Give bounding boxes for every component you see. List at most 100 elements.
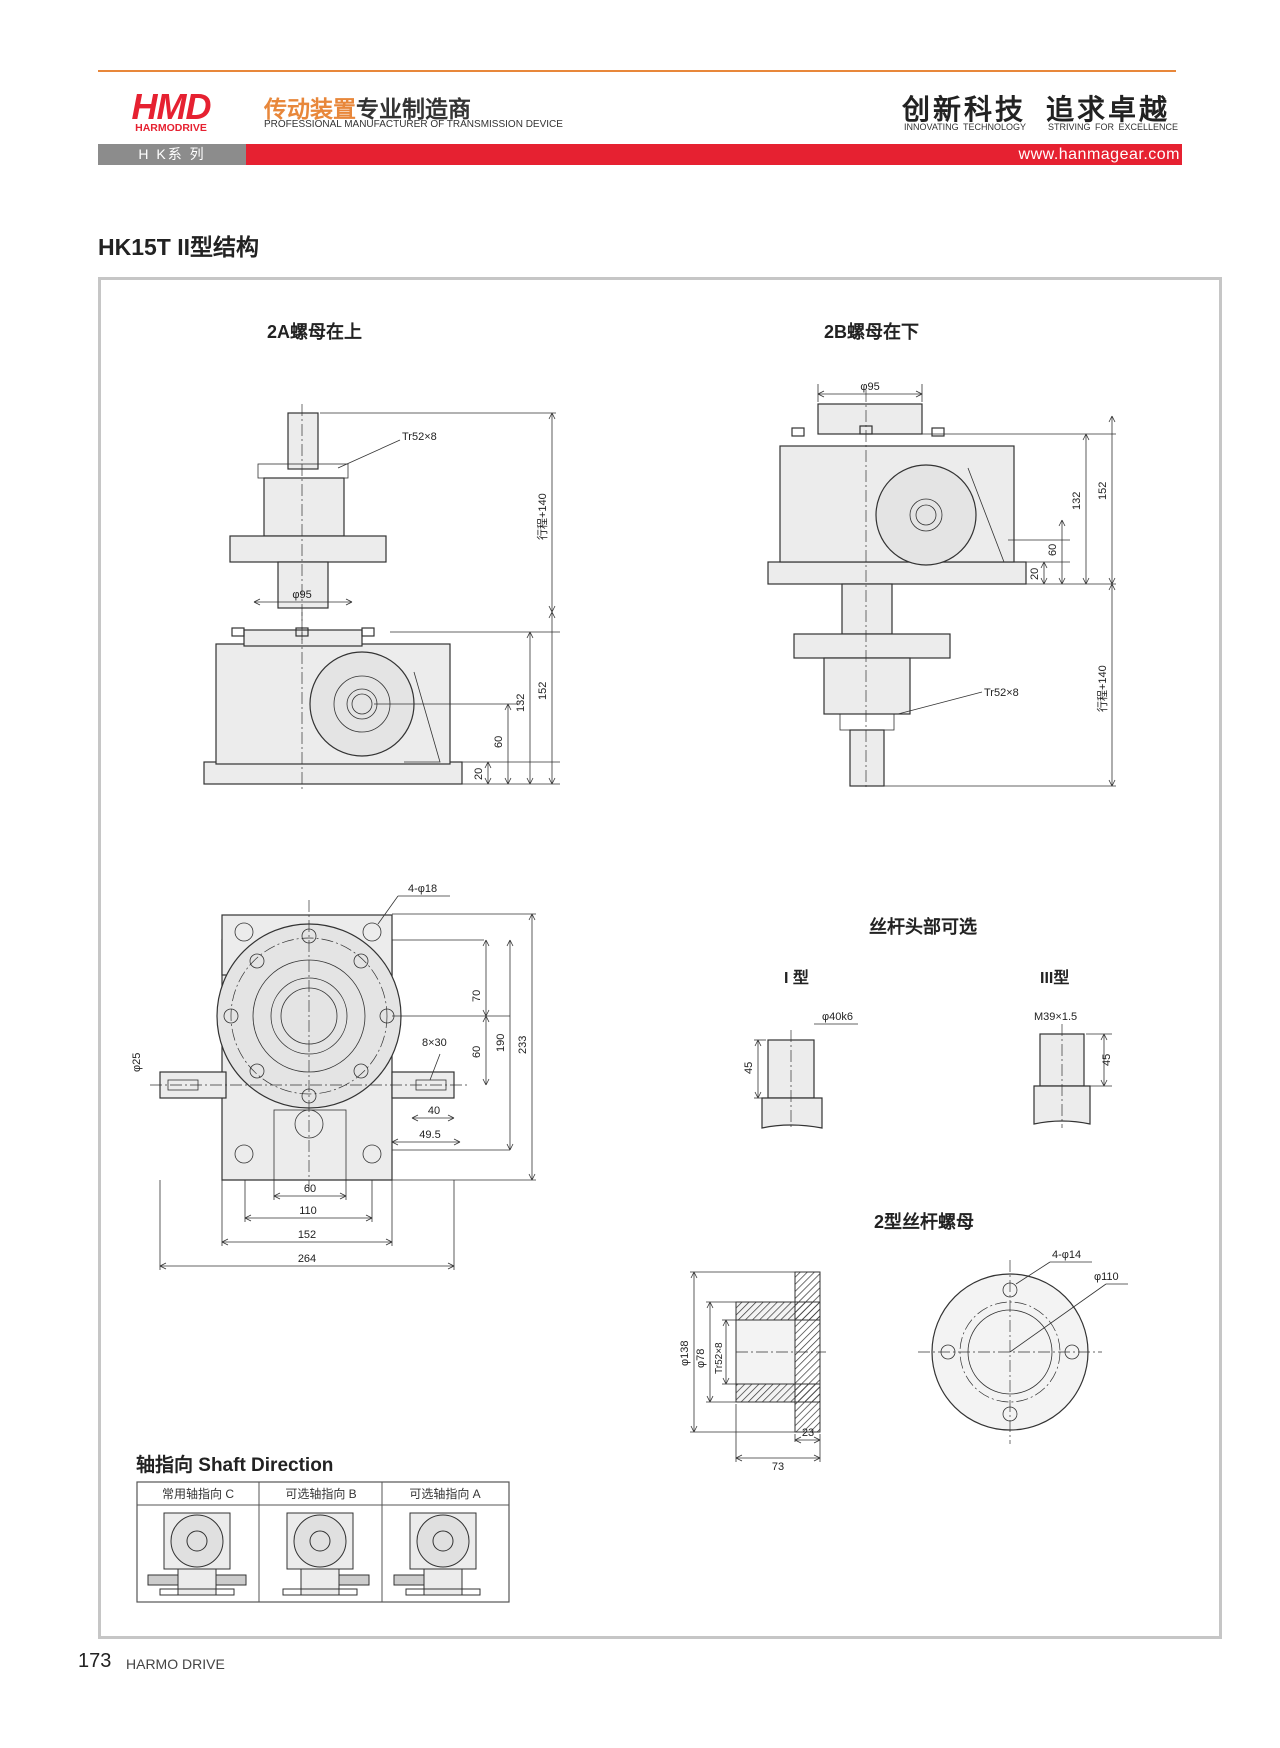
view-2b-dim-thread: Tr52×8 bbox=[984, 687, 1019, 699]
section-title-nut-top: 2A螺母在上 bbox=[267, 322, 363, 342]
view-2a-worm-shaft bbox=[351, 693, 373, 715]
view-2a-dim-20-arrow bbox=[484, 777, 489, 785]
view-2a-screw-top bbox=[287, 412, 319, 470]
plan-input-shaft-right bbox=[391, 1071, 455, 1099]
nut-dim-thread-arrow bbox=[725, 1377, 730, 1385]
plan-dim-264-arrow bbox=[447, 1265, 455, 1270]
view-2a-motor-bracket bbox=[404, 671, 441, 763]
plan-dim-110-arrow bbox=[365, 1217, 373, 1222]
head-type1-dim-len-text: 45 bbox=[743, 1062, 755, 1074]
slogan-en-b: STRIVING FOR EXCELLENCE bbox=[1048, 122, 1179, 132]
slogan-cn-a: 创新科技 bbox=[902, 93, 1027, 126]
view-2a-dim-152-arrow bbox=[551, 611, 556, 619]
plan-dim-60h-arrow bbox=[339, 1195, 347, 1200]
nut-dim-73-text: 73 bbox=[772, 1461, 784, 1473]
plan-mount-hole bbox=[362, 922, 382, 942]
view-2a-dim-dia-arrow bbox=[345, 601, 353, 606]
page-number: 173 bbox=[78, 1650, 112, 1672]
plan-dim-233-arrow bbox=[528, 913, 533, 921]
head-type1-dim-len-arrow bbox=[757, 1039, 762, 1047]
view-2a-dim-132-text: 132 bbox=[515, 694, 527, 712]
shaft-icon-2 bbox=[393, 1512, 481, 1596]
view-2a-dim-132-arrow bbox=[529, 631, 534, 639]
plan-dim-233-arrow bbox=[531, 913, 536, 921]
table-header-a: 可选轴指向 A bbox=[409, 1486, 480, 1501]
plan-dim-40-arrow bbox=[447, 1114, 455, 1119]
view-2b-dim-132-arrow bbox=[1082, 433, 1087, 441]
view-2a-dim-20-arrow bbox=[487, 761, 492, 769]
shaft-icon-left-shaft bbox=[147, 1574, 179, 1586]
plan-dim-233-arrow bbox=[528, 1173, 533, 1181]
view-2a-bolt bbox=[361, 627, 375, 637]
view-2a-bolt bbox=[231, 627, 245, 637]
shaft-direction-table: 常用轴指向 C 可选轴指向 B 可选轴指向 A bbox=[136, 1481, 510, 1603]
view-2a-dim-152-text: 152 bbox=[537, 682, 549, 700]
head-type3-dim-len-arrow bbox=[1103, 1079, 1108, 1087]
plan-dim-110-arrow bbox=[244, 1214, 252, 1219]
view-2b-dim-60-text: 60 bbox=[1047, 544, 1059, 556]
plan-dim-60-arrow bbox=[482, 1015, 487, 1023]
view-2b-dim-152-text: 152 bbox=[1097, 482, 1109, 500]
view-2b-dim-20-arrow bbox=[1043, 561, 1048, 569]
plan-holes-leader bbox=[377, 895, 399, 925]
head-type1-dim-len-arrow bbox=[754, 1039, 759, 1047]
view-2a-dim-152-arrow bbox=[548, 777, 553, 785]
header-red-bar bbox=[246, 144, 1182, 165]
plan-dim-60-arrow bbox=[485, 1078, 490, 1086]
nut-thread-top bbox=[735, 1301, 821, 1321]
plan-dim-40-text: 40 bbox=[428, 1105, 440, 1117]
plan-dim-264-text: 264 bbox=[298, 1253, 316, 1265]
plan-bolt-hole-0 bbox=[249, 953, 265, 969]
shaft-icon-bore bbox=[309, 1530, 331, 1552]
nut-dim-23-arrow bbox=[794, 1439, 802, 1444]
plan-dim-60h-arrow bbox=[273, 1195, 281, 1200]
nut-dim-78-arrow bbox=[709, 1301, 714, 1309]
nut-dim-78-arrow bbox=[706, 1301, 711, 1309]
view-2b-worm-cover bbox=[875, 464, 977, 566]
view-2a-dim-20-arrow bbox=[487, 777, 492, 785]
view-2b-dim-152-arrow bbox=[1111, 415, 1116, 423]
plan-dim-60-text: 60 bbox=[471, 1046, 483, 1058]
nut-thread-bottom bbox=[735, 1383, 821, 1403]
shaft-icon-worm bbox=[300, 1568, 340, 1596]
plan-dim-264-arrow bbox=[447, 1262, 455, 1267]
nut-dim-pcd: φ110 bbox=[1094, 1271, 1119, 1283]
view-2a-dim-60-arrow bbox=[504, 703, 509, 711]
nut-dim-23-arrow bbox=[813, 1436, 821, 1441]
view-2b-worm-shaft bbox=[915, 504, 937, 526]
shaft-icon-base bbox=[405, 1588, 481, 1596]
plan-dim-60h-arrow bbox=[273, 1192, 281, 1197]
view-2b-nut-flange bbox=[793, 633, 951, 659]
view-2b-screw-upper bbox=[841, 583, 893, 635]
view-2b-dim-60-arrow bbox=[1061, 519, 1066, 527]
view-2b-screw-tail bbox=[849, 729, 885, 787]
view-2a-screw-thread bbox=[257, 463, 349, 479]
view-2a-base-flange bbox=[203, 761, 463, 785]
plan-flange-pcd bbox=[230, 937, 388, 1095]
view-2b-dim-dia-text: φ95 bbox=[860, 381, 879, 393]
plan-dim-152-text: 152 bbox=[298, 1229, 316, 1241]
shaft-icon-flange bbox=[293, 1514, 347, 1568]
view-2b-dim-60-arrow bbox=[1061, 577, 1066, 585]
view-2a-dim-60-arrow bbox=[504, 777, 509, 785]
plan-dim-40-arrow bbox=[411, 1114, 419, 1119]
nut-dim-23-text: 23 bbox=[802, 1427, 814, 1439]
view-2a-dim-60-text: 60 bbox=[493, 736, 505, 748]
view-2a-dim-stroke-arrow bbox=[551, 412, 556, 420]
view-2a-dim-stroke-arrow bbox=[548, 412, 553, 420]
view-2a-dim-stroke-arrow bbox=[548, 605, 553, 613]
nut-dim-thread-arrow bbox=[725, 1319, 730, 1327]
slogan-cn: 创新科技追求卓越 bbox=[902, 88, 1170, 128]
website-url[interactable]: www.hanmagear.com bbox=[1018, 146, 1180, 163]
view-2a-dim-60-arrow bbox=[507, 703, 512, 711]
plan-dim-49-5-arrow bbox=[453, 1141, 461, 1146]
page-title: HK15T II型结构 bbox=[98, 234, 260, 260]
slogan-en-a: INNOVATING TECHNOLOGY bbox=[904, 122, 1027, 132]
section-title-screw-heads: 丝杆头部可选 bbox=[869, 917, 977, 937]
nut-holes-leader bbox=[1015, 1261, 1051, 1285]
plan-mount-hole bbox=[362, 1144, 382, 1164]
dimension-labels: Tr52×8行程+140φ951321526020φ95Tr52×8132152… bbox=[131, 381, 1119, 1473]
view-2b-dim-stroke-text: 行程+140 bbox=[1096, 665, 1109, 712]
plan-bolt-hole-2 bbox=[249, 1063, 265, 1079]
plan-dim-70-text: 70 bbox=[471, 990, 483, 1002]
